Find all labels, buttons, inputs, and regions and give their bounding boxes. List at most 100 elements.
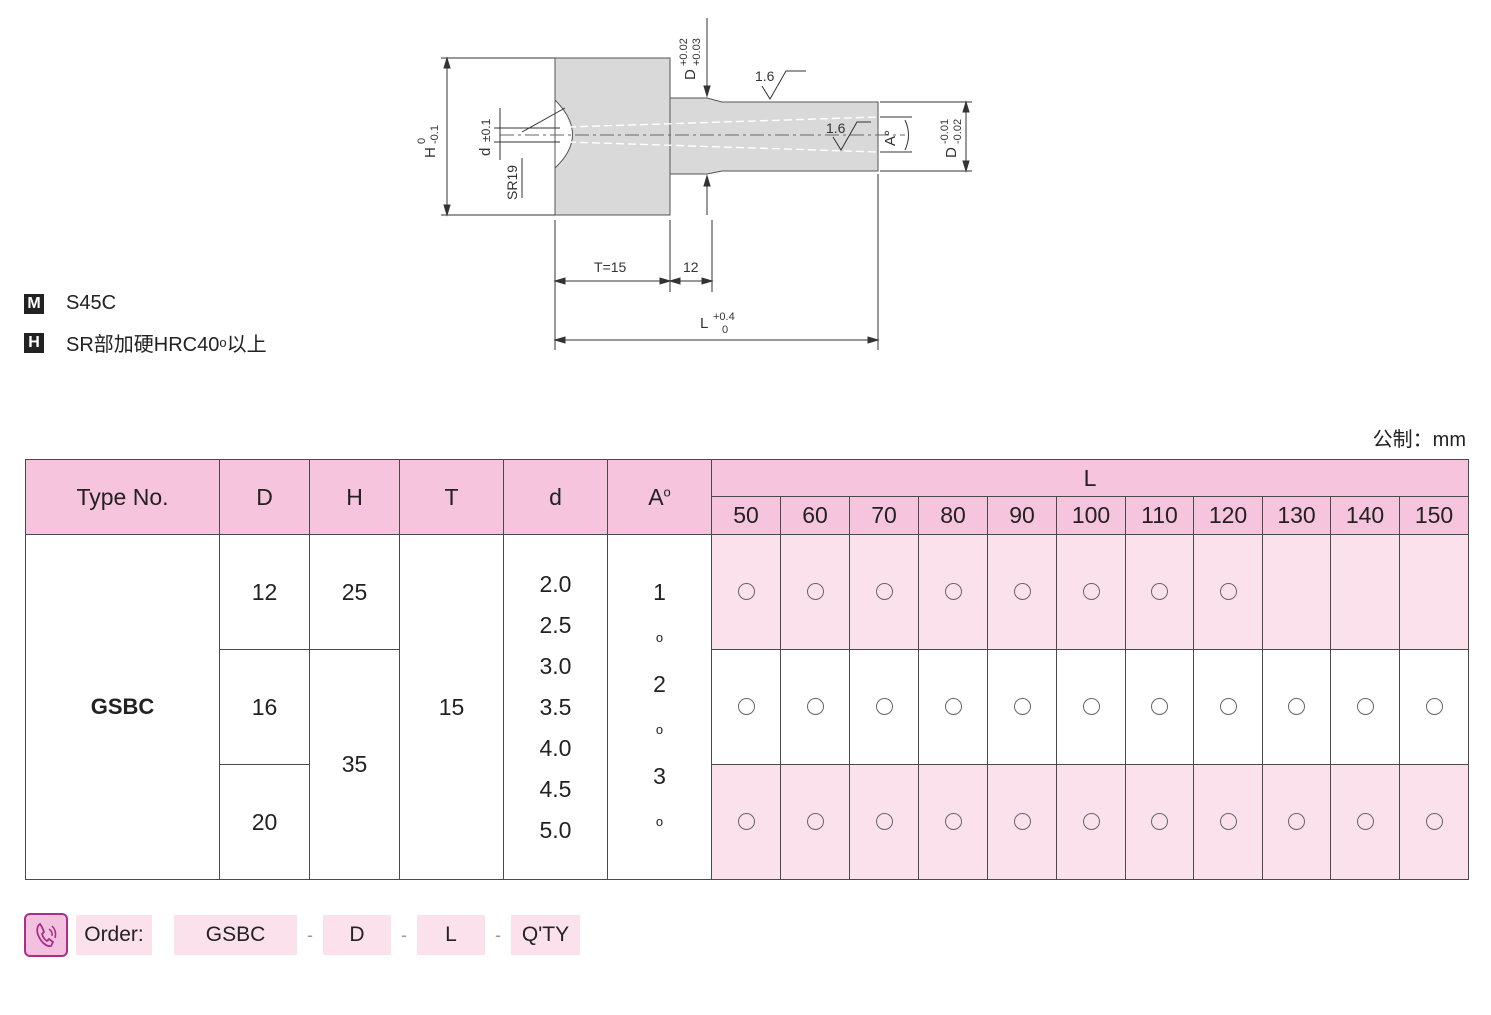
hardness-suffix: 以上: [226, 334, 267, 356]
avail-cell: [1262, 764, 1331, 880]
avail-cell: [1193, 534, 1263, 650]
avail-cell: [1398, 764, 1470, 880]
header-type: Type No.: [25, 459, 220, 535]
avail-cell: [1193, 649, 1263, 765]
dim-12-label: 12: [683, 259, 699, 275]
hardness-prefix: SR部加硬HRC40: [66, 334, 220, 356]
avail-cell: [1398, 649, 1470, 765]
h-label: H: [422, 147, 439, 158]
avail-cell: [1398, 534, 1470, 650]
header-l-value: 80: [918, 496, 988, 535]
header-d-upper: D: [219, 459, 310, 535]
roughness-2: 1.6: [826, 120, 846, 136]
d-tol: ±0.1: [479, 118, 493, 142]
available-mark: [875, 697, 893, 715]
avail-cell: [1262, 649, 1331, 765]
d-label: d: [477, 148, 494, 156]
header-l-value: 140: [1330, 496, 1400, 535]
table-row: 16 35: [26, 649, 1470, 880]
d-top-tol-lower: +0.03: [691, 38, 703, 66]
available-mark: [737, 582, 755, 600]
avail-cell: [918, 649, 988, 765]
header-l-value: 70: [849, 496, 919, 535]
available-mark: [1013, 697, 1031, 715]
available-mark: [1356, 697, 1374, 715]
order-part-qty: Q'TY: [511, 915, 580, 955]
header-angle-sup: o: [663, 483, 671, 499]
order-part-type: GSBC: [174, 915, 297, 955]
head-block: [554, 57, 671, 216]
d-top-label: D: [682, 69, 699, 80]
d-value: 4.0: [539, 734, 572, 761]
available-mark: [944, 697, 962, 715]
available-mark: [1288, 697, 1305, 715]
header-l-value: 150: [1398, 496, 1470, 535]
d-value: 3.0: [539, 652, 572, 679]
d-value: 4.5: [539, 775, 572, 802]
d-cell: 12: [219, 534, 310, 650]
d-values-cell: 2.0 2.5 3.0 3.5 4.0 4.5 5.0: [503, 534, 608, 880]
avail-cell: [849, 649, 919, 765]
avail-cell: [849, 764, 919, 880]
avail-cell: [1056, 649, 1126, 765]
available-mark: [1151, 697, 1168, 715]
shank: [669, 97, 879, 175]
d-cell: 20: [219, 764, 310, 880]
t-cell: 15: [399, 534, 504, 880]
available-mark: [1425, 697, 1443, 715]
available-mark: [1219, 812, 1237, 830]
header-t: T: [399, 459, 504, 535]
order-part-d: D: [323, 915, 391, 955]
avail-cell: [780, 649, 850, 765]
order-label: Order:: [76, 915, 152, 955]
phone-icon: [24, 913, 68, 957]
available-mark: [944, 582, 962, 600]
available-mark: [1219, 697, 1237, 715]
d-value: 5.0: [539, 816, 572, 843]
header-d-lower: d: [503, 459, 608, 535]
hardness-badge: H: [24, 332, 44, 353]
l-tol-lower: 0: [722, 324, 728, 336]
avail-cell: [1330, 764, 1400, 880]
available-mark: [1013, 812, 1031, 830]
d-value: 2.0: [539, 570, 572, 597]
d-value: 2.5: [539, 611, 572, 638]
avail-cell: [780, 534, 850, 650]
d-right-label: D: [943, 147, 960, 158]
available-mark: [737, 697, 755, 715]
t-label: T=15: [594, 259, 627, 275]
header-l-value: 110: [1125, 496, 1194, 535]
header-angle: Ao: [607, 459, 712, 535]
available-mark: [1082, 582, 1100, 600]
table-row: GSBC 12 25 15 2.0 2.5 3.0 3.5 4.0 4.5 5.…: [25, 534, 1470, 880]
available-mark: [944, 812, 962, 830]
h-cell: 25: [309, 534, 400, 650]
sr-label: SR19: [504, 165, 520, 200]
hardness-degree: o: [219, 335, 227, 350]
h-tol-lower: -0.1: [429, 125, 441, 144]
header-l-value: 100: [1056, 496, 1126, 535]
avail-cell: [987, 649, 1057, 765]
avail-cell: [1125, 649, 1194, 765]
available-mark: [806, 812, 824, 830]
d-top-tol-upper: +0.02: [678, 38, 690, 66]
d-value: 3.5: [539, 693, 572, 720]
avail-cell: [987, 534, 1057, 650]
available-mark: [1356, 812, 1374, 830]
header-h: H: [309, 459, 400, 535]
avail-cell: [711, 534, 781, 650]
avail-cell: [849, 534, 919, 650]
avail-cell: [711, 649, 781, 765]
available-mark: [806, 697, 824, 715]
avail-cell: [1330, 649, 1400, 765]
d-right-tol-lower: -0.02: [952, 119, 964, 144]
l-tol-upper: +0.4: [713, 311, 735, 323]
header-l-value: 90: [987, 496, 1057, 535]
type-no-cell: GSBC: [25, 534, 220, 880]
avail-cell: [1193, 764, 1263, 880]
avail-cell: [987, 764, 1057, 880]
available-mark: [1082, 697, 1100, 715]
available-mark: [1425, 812, 1443, 830]
